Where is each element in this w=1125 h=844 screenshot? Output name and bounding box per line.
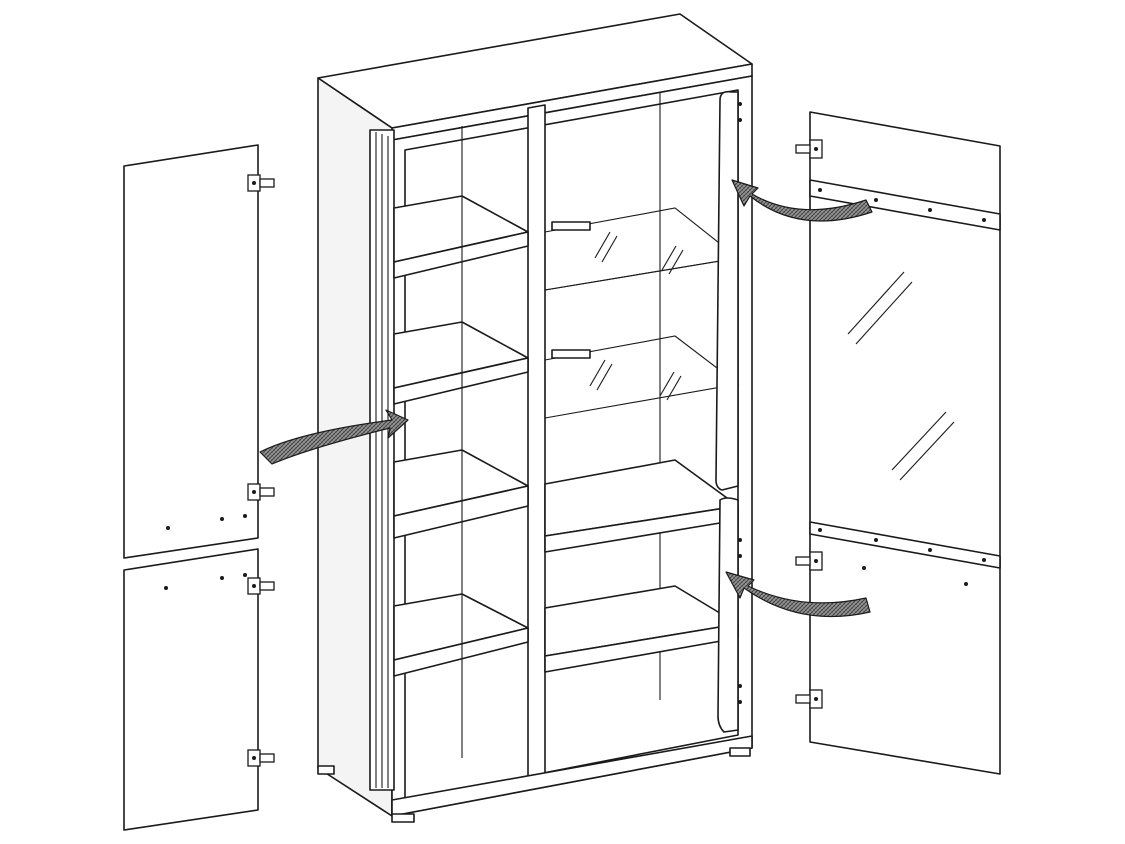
hinge-icon [247,174,275,192]
cabinet-center-divider [527,104,546,782]
hinge-icon [247,483,275,501]
glass-reflection [847,271,955,481]
left-lower-door [123,548,275,831]
cabinet-foot-front-left [391,813,415,823]
glass-door-upper-rail [809,179,1001,231]
cabinet-base [391,735,753,817]
shelf-clip-upper [551,221,591,231]
hinge-icon [795,139,823,159]
arrow-left-to-cabinet [259,409,409,465]
led-profile-right [715,90,742,733]
left-compartment-shelves [393,126,529,758]
glass-door-lower-rail [809,521,1001,569]
cabinet [317,13,753,823]
hinge-icon [795,689,823,709]
hinge-icon [795,551,823,571]
cabinet-foot-back-left [317,765,335,775]
arrow-right-lower-to-cabinet [725,571,871,618]
hinge-icon [247,749,275,767]
hinge-icon [247,577,275,595]
left-upper-door [123,144,275,559]
fluted-column-left [369,129,395,791]
arrow-right-upper-to-cabinet [731,179,873,222]
shelf-clip-lower [551,349,591,359]
right-lower-shelves [544,459,739,673]
cabinet-foot-front-right [729,747,751,757]
